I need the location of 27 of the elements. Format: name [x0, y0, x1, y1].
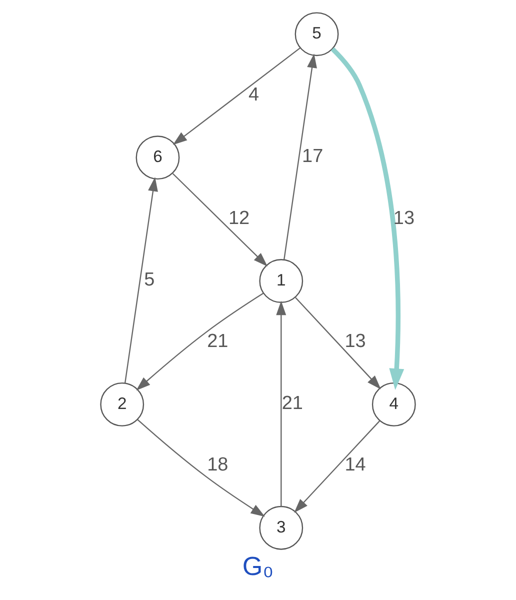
edge-label: 21	[282, 392, 303, 414]
arrow	[284, 54, 317, 260]
edge-label: 18	[207, 454, 228, 476]
arrow	[172, 47, 301, 145]
node-circle: 3	[259, 506, 304, 550]
arrow	[330, 47, 404, 390]
edge-label: 14	[344, 454, 366, 476]
arrow	[294, 297, 381, 390]
edge-label: 5	[144, 270, 155, 291]
arrow	[137, 419, 266, 517]
edge-label: 21	[207, 331, 228, 352]
node-circle: 2	[100, 382, 144, 426]
caption: G₀	[242, 550, 274, 581]
edge-label: 13	[344, 331, 366, 352]
arrow	[294, 420, 380, 513]
edge-label: 4	[248, 84, 260, 106]
arrow	[276, 300, 286, 506]
edge-label: 12	[228, 208, 250, 229]
arrow	[124, 177, 158, 384]
node-circle: 1	[259, 259, 304, 303]
node-circle: 6	[136, 136, 180, 180]
arrow	[172, 173, 268, 266]
node-circle: 5	[294, 12, 339, 56]
arrow	[136, 292, 264, 390]
node-circle: 4	[372, 382, 416, 426]
edge-label: 17	[302, 146, 324, 168]
edge-label: 13	[393, 208, 415, 229]
